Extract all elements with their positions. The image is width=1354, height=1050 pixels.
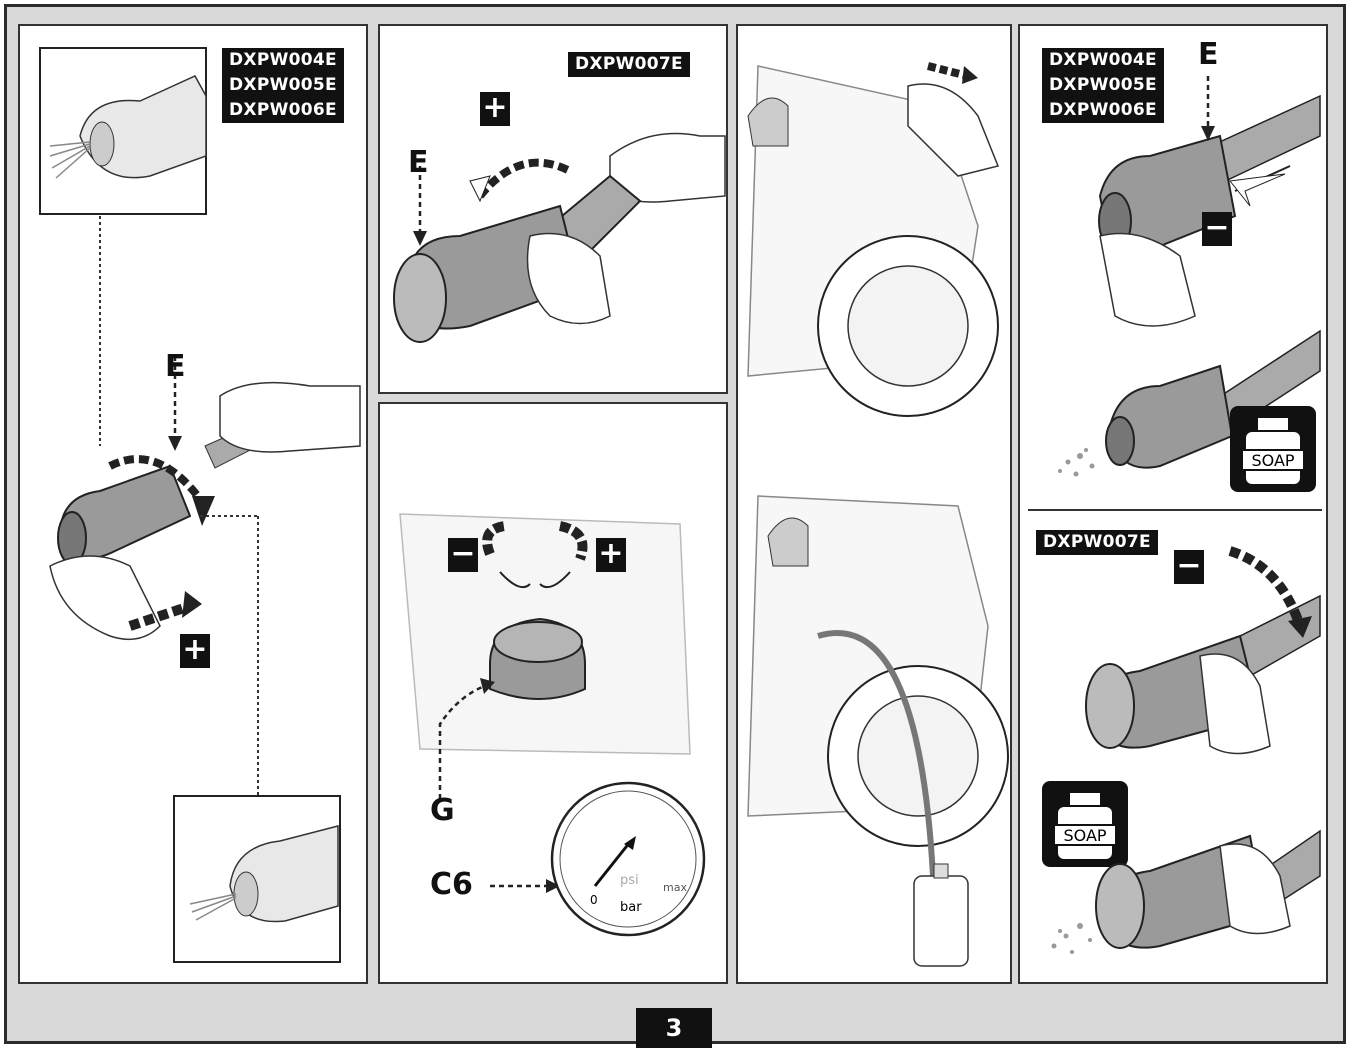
minus-sign-icon: − [1174, 550, 1204, 584]
minus-sign-icon: − [448, 538, 478, 572]
gauge-zero-text: 0 [590, 893, 598, 907]
gauge-max-text: max [663, 881, 687, 894]
callout-c6: C6 [430, 867, 473, 902]
panel-pressure-knob: 0 psi max bar − + G C6 [378, 402, 728, 984]
callout-g: G [430, 793, 455, 828]
plus-sign-icon: + [480, 92, 510, 126]
panel-1-illustration [39, 47, 361, 963]
panel-4-illustration [747, 62, 1009, 967]
gauge-bar-text: bar [620, 900, 642, 915]
callout-e: E [408, 145, 429, 180]
panel-detergent-tube [736, 24, 1012, 984]
panel-dxpw007e-adjust: DXPW007E E + [378, 24, 728, 394]
callout-e: E [1198, 37, 1219, 72]
page-number: 3 [636, 1008, 712, 1048]
model-label: DXPW004E DXPW005E DXPW006E [222, 48, 344, 123]
model-label: DXPW007E [1036, 530, 1158, 555]
panel-2-illustration [393, 132, 726, 343]
panel-soap-mode: SOAP SOAP DXPW004E DXPW005E DXPW006E E −… [1018, 24, 1328, 984]
model-label: DXPW004E DXPW005E DXPW006E [1042, 48, 1164, 123]
soap-text: SOAP [1251, 451, 1294, 470]
model-label: DXPW007E [568, 52, 690, 77]
plus-sign-icon: + [180, 634, 210, 668]
panel-5-illustration: SOAP SOAP [1028, 76, 1322, 954]
panel-3-illustration: 0 psi max bar [399, 513, 706, 937]
plus-sign-icon: + [596, 538, 626, 572]
minus-sign-icon: − [1202, 212, 1232, 246]
panel-adjust-nozzle-rotate: DXPW004E DXPW005E DXPW006E E + [18, 24, 368, 984]
callout-e: E [165, 349, 186, 384]
soap-text: SOAP [1063, 826, 1106, 845]
gauge-psi-text: psi [620, 873, 639, 888]
